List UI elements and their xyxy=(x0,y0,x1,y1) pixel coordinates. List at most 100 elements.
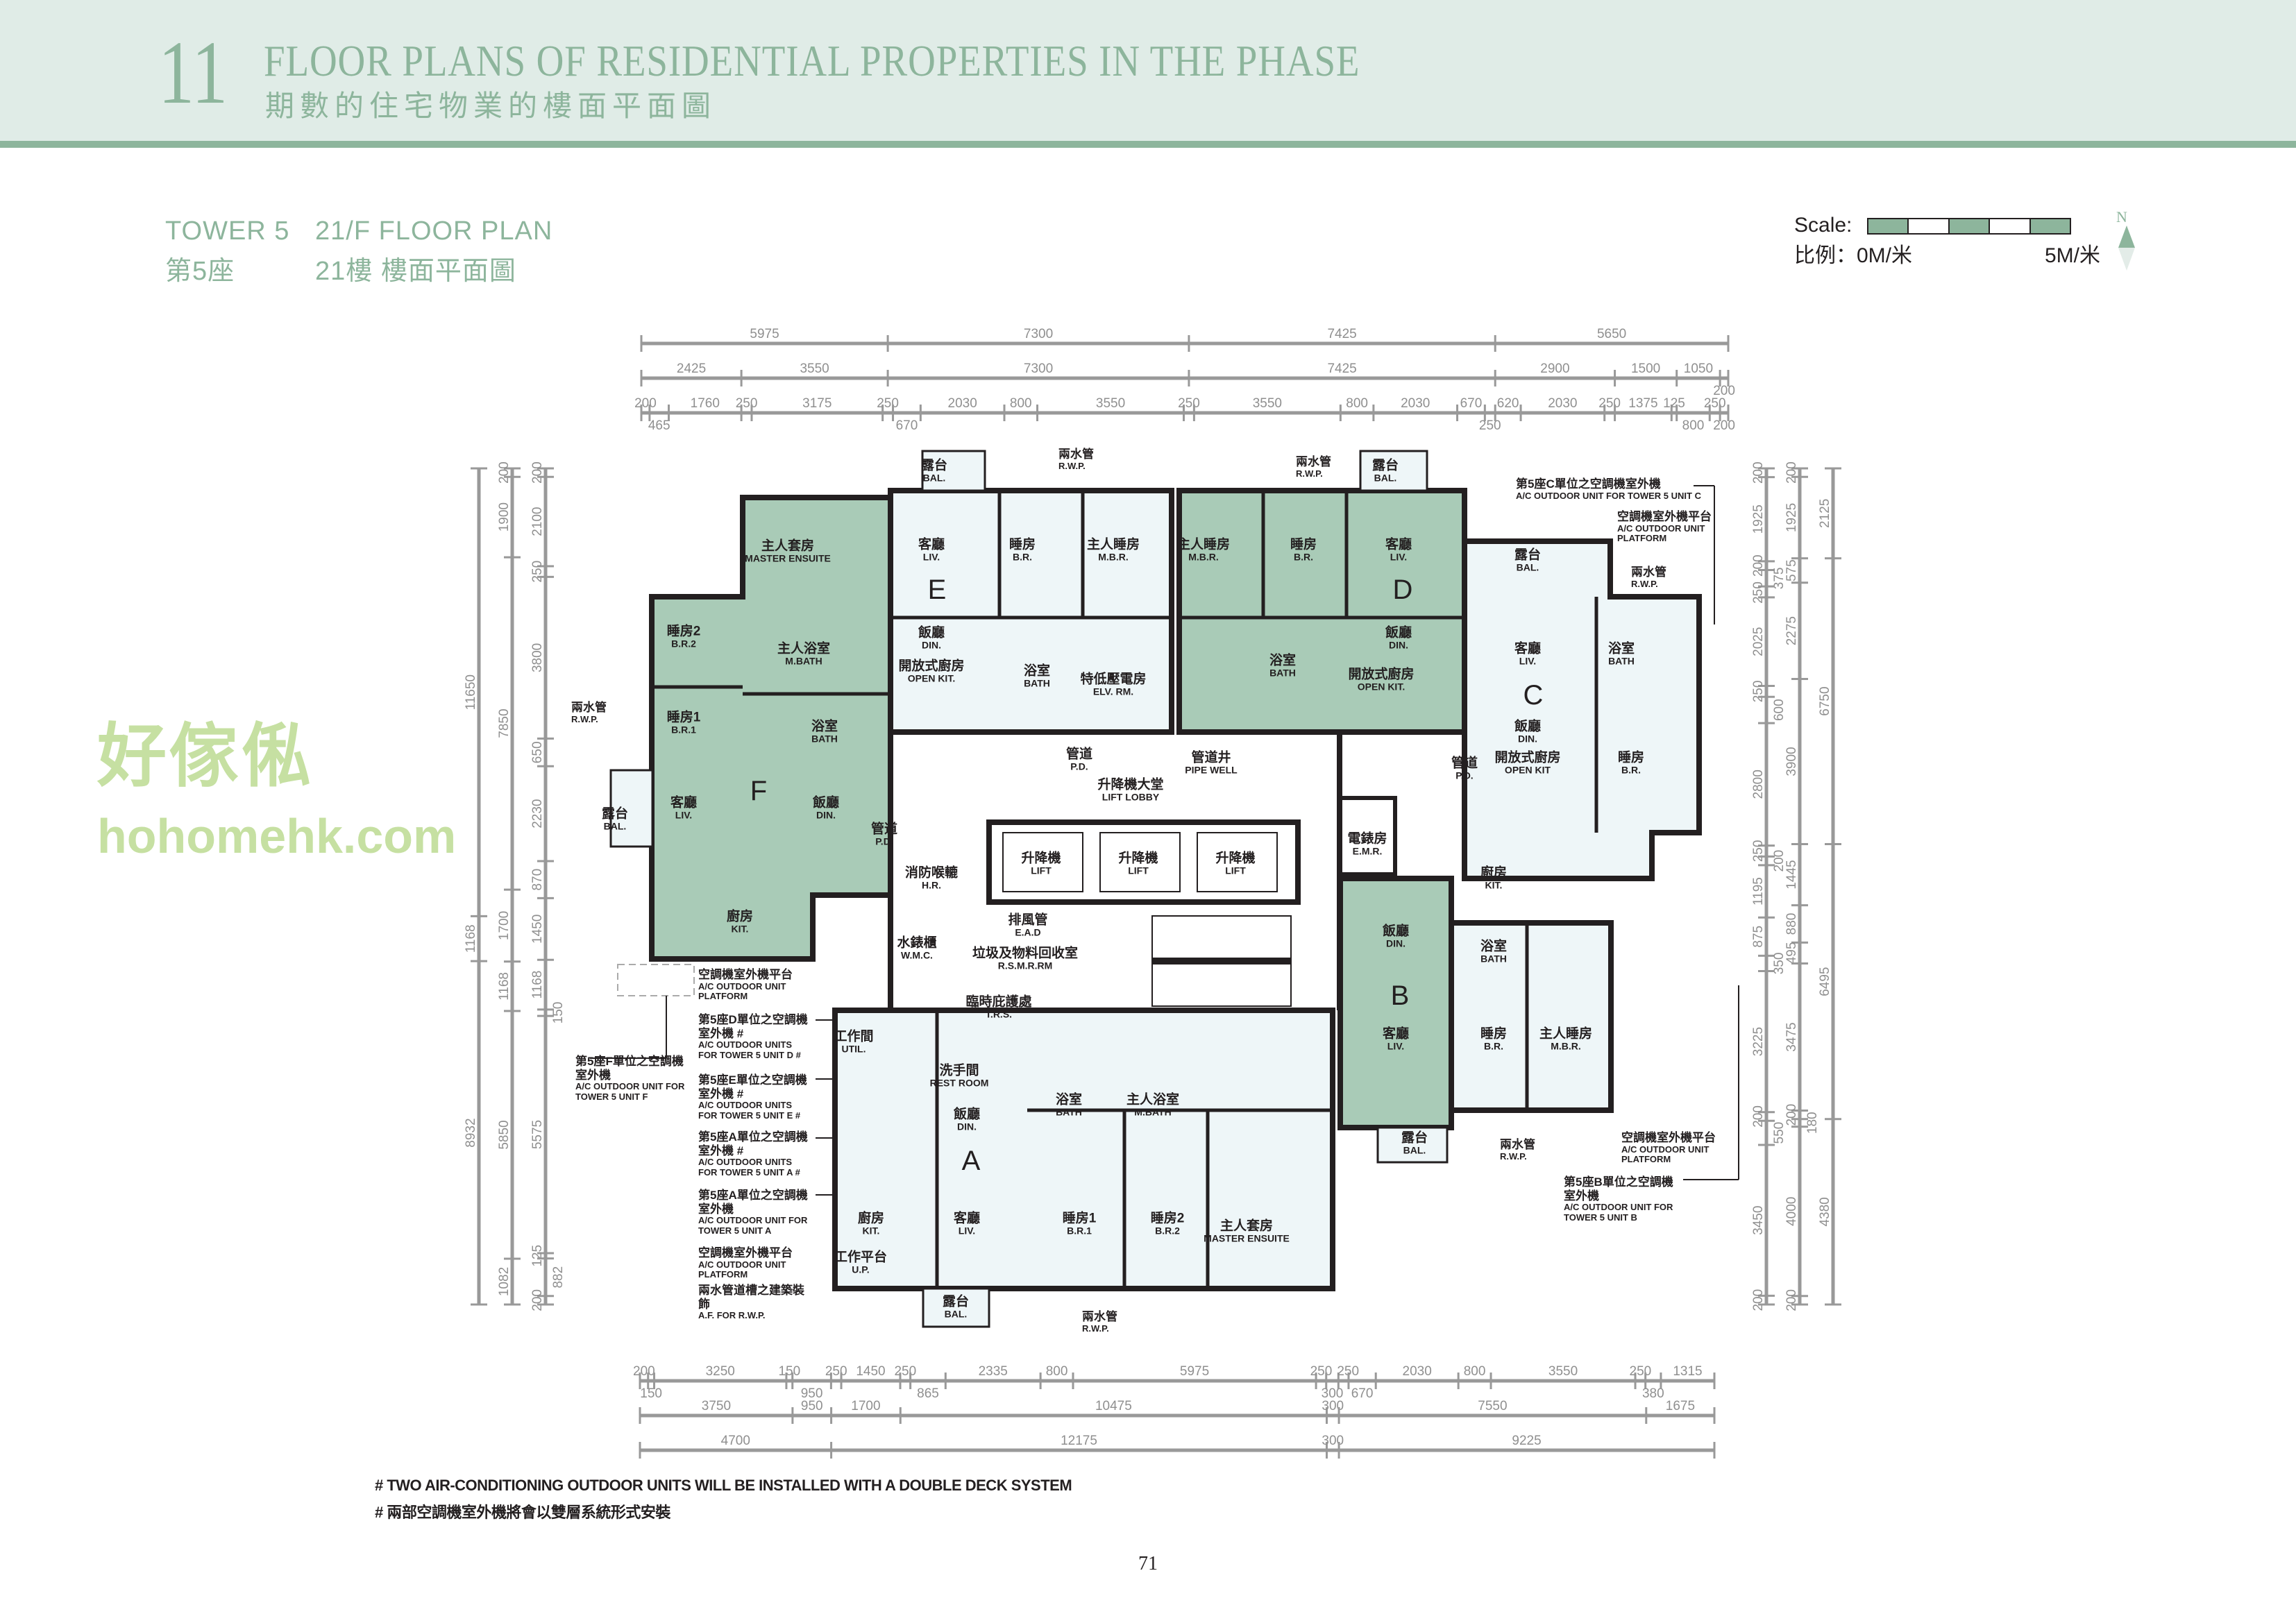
room-label-en: DIN. xyxy=(1517,733,1537,745)
room-label-en: LIV. xyxy=(958,1225,976,1237)
room-label-en: M.BATH xyxy=(1134,1106,1172,1118)
unit-a-area xyxy=(832,1008,1335,1291)
room-label-en: REST ROOM xyxy=(929,1077,989,1089)
dimension-value: 250 xyxy=(1751,840,1766,863)
dimension-value: 2025 xyxy=(1751,627,1766,656)
room-label-en: BAL. xyxy=(603,820,627,832)
room-label-zh: 浴室 xyxy=(1269,653,1297,668)
room-label-en: LIV. xyxy=(1390,551,1408,563)
dimension-value: 125 xyxy=(530,1245,545,1267)
dimension-value: 1760 xyxy=(691,396,720,411)
room-label-zh: 工作間 xyxy=(834,1029,874,1044)
dimension-value: 3750 xyxy=(702,1399,731,1413)
plan-annotation-en: R.W.P. xyxy=(1500,1150,1527,1162)
room-label-zh: 浴室 xyxy=(1480,939,1508,954)
dimension-value: 375 xyxy=(1772,567,1787,589)
dimension-value: 1445 xyxy=(1784,860,1799,889)
plan-annotation-zh: 兩水管 xyxy=(1296,455,1331,468)
scale-end-label: 5M/米 xyxy=(2045,244,2101,267)
dimension-value: 250 xyxy=(530,561,545,583)
dimension-value: 875 xyxy=(1751,926,1766,948)
common-area-label-en: R.S.M.R.RM xyxy=(997,960,1053,971)
room-label-zh: 開放式廚房 xyxy=(898,658,965,674)
dimension-value: 3450 xyxy=(1751,1206,1766,1235)
header-band xyxy=(0,0,2296,141)
dimension-value: 250 xyxy=(1751,581,1766,604)
room-label-en: LIV. xyxy=(675,809,693,821)
plan-annotation-zh: 空調機室外機平台 xyxy=(698,968,793,981)
room-label-en: B.R. xyxy=(1483,1040,1503,1052)
room-label-zh: 飯廳 xyxy=(918,625,945,640)
dimension-value: 2125 xyxy=(1818,499,1832,528)
dimension-value: 2900 xyxy=(1540,362,1569,376)
dimension-value: 200 xyxy=(1784,1104,1799,1126)
dimension-value: 200 xyxy=(1713,418,1735,433)
room-label-zh: 露台 xyxy=(1514,547,1542,563)
page-title-en: FLOOR PLANS OF RESIDENTIAL PROPERTIES IN… xyxy=(264,36,1360,85)
plan-annotation: 第5座D單位之空調機室外機 #A/C OUTDOOR UNITS FOR TOW… xyxy=(698,1013,813,1061)
room-label-en: MASTER ENSUITE xyxy=(745,552,831,564)
dimension-value: 1168 xyxy=(530,971,545,999)
plan-annotation-en: A/C OUTDOOR UNITS FOR TOWER 5 UNIT E # xyxy=(698,1100,801,1121)
plan-annotation-en: A/C OUTDOOR UNIT FOR TOWER 5 UNIT A xyxy=(698,1215,808,1237)
dimension-value: 200 xyxy=(1751,554,1766,577)
room-label-zh: 客廳 xyxy=(1382,1026,1410,1042)
north-arrow-icon xyxy=(2118,226,2135,271)
room-label-zh: 主人浴室 xyxy=(1126,1092,1180,1107)
room-label-zh: 開放式廚房 xyxy=(1494,750,1561,765)
room-label-zh: 主人浴室 xyxy=(777,641,831,656)
plan-annotation-en: R.W.P. xyxy=(1296,468,1323,479)
room-label-en: KIT. xyxy=(1485,879,1503,891)
dimension-value: 200 xyxy=(1784,461,1799,484)
dimension-value: 150 xyxy=(778,1364,800,1379)
room-label-zh: 廚房 xyxy=(1480,865,1508,881)
dimension-value: 670 xyxy=(896,418,918,433)
common-area-label-en: H.R. xyxy=(921,879,941,891)
unit-e-letter: E xyxy=(927,575,947,605)
dimension-value: 180 xyxy=(1805,1112,1820,1134)
scale-label: Scale: xyxy=(1794,214,1852,237)
dimension-value: 1168 xyxy=(497,972,512,1001)
unit-d-balcony xyxy=(1359,450,1428,492)
dimension-value: 3250 xyxy=(706,1364,735,1379)
room-label-en: B.R.2 xyxy=(671,638,696,649)
room-label-en: M.B.R. xyxy=(1551,1040,1581,1052)
dimension-value: 1925 xyxy=(1784,503,1799,532)
dimension-value: 3550 xyxy=(1548,1364,1578,1379)
dimension-value: 150 xyxy=(551,1002,566,1024)
common-area-label-en: T.R.S. xyxy=(985,1008,1013,1020)
dimension-value: 800 xyxy=(1046,1364,1068,1379)
plan-annotation-zh: 第5座A單位之空調機室外機 # xyxy=(698,1130,808,1157)
dimension-value: 1500 xyxy=(1631,362,1660,376)
common-area-label-en: LIFT LOBBY xyxy=(1101,791,1160,803)
room-label-en: B.R.1 xyxy=(671,724,696,736)
plan-annotation-en: A/C OUTDOOR UNIT FOR TOWER 5 UNIT B xyxy=(1564,1202,1673,1223)
dimension-value: 9225 xyxy=(1512,1434,1541,1448)
room-label-zh: 浴室 xyxy=(811,719,838,734)
plan-annotation-en: R.W.P. xyxy=(1082,1323,1109,1334)
dimension-value: 1050 xyxy=(1684,362,1713,376)
dimension-value: 2335 xyxy=(979,1364,1008,1379)
dimension-value: 3800 xyxy=(530,643,545,672)
dimension-value: 1315 xyxy=(1673,1364,1702,1379)
room-label-en: LIV. xyxy=(1519,655,1537,667)
common-area-label-zh: 升降機 xyxy=(1118,851,1158,866)
common-area-label-en: E.A.D xyxy=(1015,926,1041,938)
common-area-label-zh: 升降機 xyxy=(1215,851,1256,866)
